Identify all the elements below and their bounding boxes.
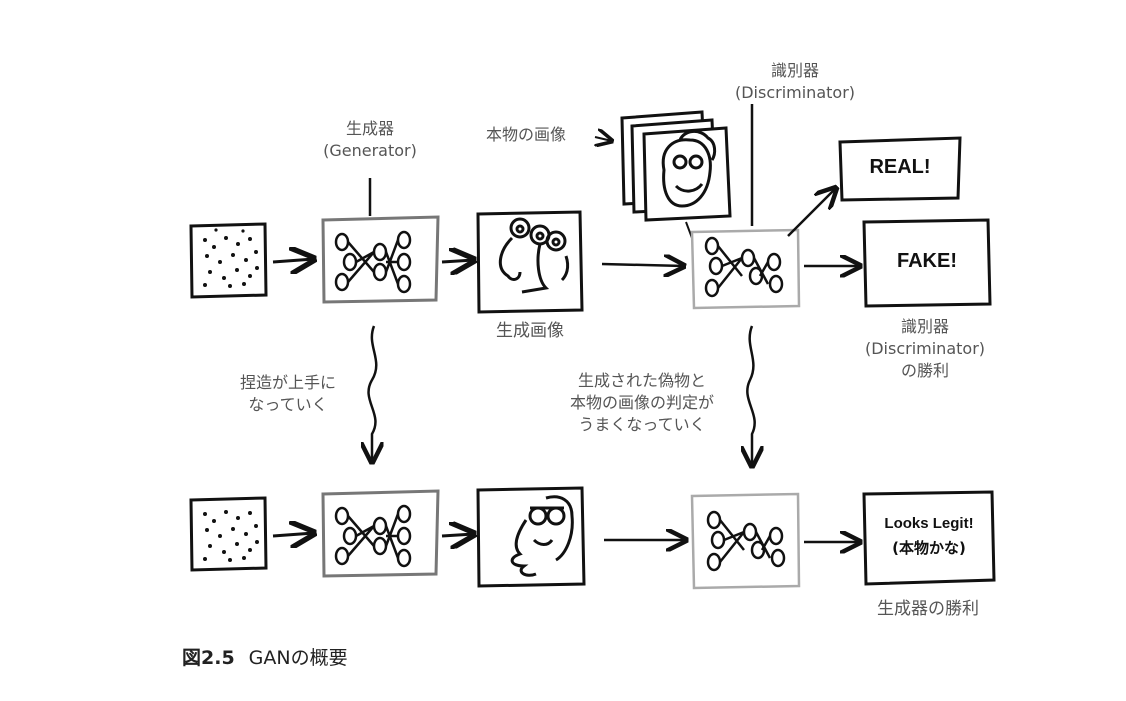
forgery-improves-label: 捏造が上手に なっていく (228, 372, 348, 416)
generator-english: (Generator) (323, 141, 417, 160)
generated-image-label: 生成画像 (496, 321, 564, 341)
discriminator-win-label: 識別器 (Discriminator) の勝利 (850, 316, 1000, 382)
fake-output-label: FAKE! (897, 250, 957, 272)
generator-network-top (321, 178, 440, 304)
arrow-image-to-discriminator-top (601, 264, 684, 266)
arrow-generator-to-image-top (441, 260, 474, 262)
discriminator-win-english: (Discriminator) (864, 339, 986, 358)
arrow-noise-to-generator-bottom (272, 533, 314, 536)
judgement-line-3: うまくなっていく (578, 415, 706, 434)
legit-line-1: Looks Legit! (884, 515, 974, 532)
generator-label: 生成器 (Generator) (320, 118, 420, 162)
arrow-to-real (787, 188, 836, 237)
noise-input-top (189, 222, 268, 299)
discriminator-name: 識別器 (770, 61, 819, 80)
real-output-box (838, 136, 962, 202)
fake-output-box (862, 218, 992, 308)
generator-network-bottom (321, 489, 440, 578)
generator-name: 生成器 (345, 119, 394, 138)
generated-image-top (476, 210, 584, 314)
legit-line-2: (本物かな) (892, 539, 966, 557)
forgery-line-1: 捏造が上手に (239, 373, 336, 392)
real-output-label: REAL! (869, 156, 931, 178)
real-images-label: 本物の画像 (486, 125, 567, 144)
discriminator-network-bottom (690, 492, 801, 590)
progress-arrow-generator (369, 325, 377, 462)
progress-arrow-discriminator (747, 325, 754, 466)
noise-input-bottom (189, 496, 268, 572)
legit-output-label: Looks Legit! (本物かな) (866, 512, 992, 560)
forgery-line-2: なっていく (248, 395, 328, 414)
judgement-line-1: 生成された偽物と (577, 371, 706, 390)
judgement-improves-label: 生成された偽物と 本物の画像の判定が うまくなっていく (552, 370, 732, 436)
discriminator-win-name: 識別器 (900, 317, 949, 336)
figure-number: 図2.5 (182, 647, 235, 669)
real-images-stack (595, 110, 732, 222)
generated-image-bottom (476, 486, 586, 588)
figure-caption: 図2.5 GANの概要 (182, 643, 348, 670)
discriminator-network-top (685, 104, 801, 310)
arrow-noise-to-generator-top (272, 259, 314, 262)
figure-title: GANの概要 (248, 647, 348, 669)
discriminator-label: 識別器 (Discriminator) (720, 60, 870, 104)
judgement-line-2: 本物の画像の判定が (569, 393, 714, 412)
arrow-generator-to-image-bottom (441, 534, 474, 536)
generator-win-label: 生成器の勝利 (877, 599, 979, 619)
discriminator-win-suffix: の勝利 (900, 361, 949, 380)
discriminator-english: (Discriminator) (734, 83, 856, 102)
legit-output-box (862, 490, 996, 586)
